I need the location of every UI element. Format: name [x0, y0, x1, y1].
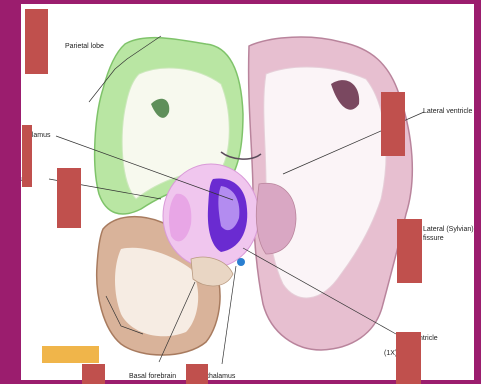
label-lateral-sylvian-fissure-line2: fissure — [423, 235, 444, 242]
label-mask-box[interactable] — [57, 168, 81, 228]
label-basal-forebrain: Basal forebrain — [129, 373, 176, 380]
label-mask-box[interactable] — [82, 364, 105, 384]
label-lateral-ventricle: Lateral ventricle — [423, 108, 472, 115]
label-hypothalamus: thalamus — [207, 373, 235, 380]
label-mask-box[interactable] — [381, 92, 405, 156]
label-mask-box-gold[interactable] — [42, 346, 99, 363]
brain-coronal-section — [21, 4, 474, 380]
diagram-frame: Parietal lobe halamus ula Lateral ventri… — [21, 4, 474, 380]
label-third-ventricle: ntricle — [419, 335, 438, 342]
label-mask-box[interactable] — [186, 364, 208, 384]
label-mask-box[interactable] — [396, 332, 421, 384]
label-parietal-lobe: Parietal lobe — [65, 43, 104, 50]
label-lateral-sylvian-fissure-line1: Lateral (Sylvian) — [423, 226, 474, 233]
third-ventricle-blue — [237, 258, 245, 266]
label-mask-box[interactable] — [22, 125, 32, 187]
label-mask-box[interactable] — [25, 9, 48, 74]
label-mask-box[interactable] — [397, 219, 422, 283]
